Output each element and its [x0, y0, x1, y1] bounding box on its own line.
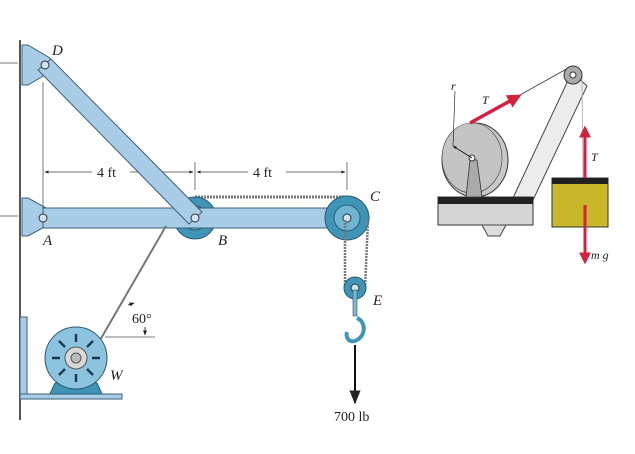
hook — [344, 316, 366, 344]
motor-base-plate — [19, 393, 123, 400]
strut-db — [37, 58, 203, 225]
hoist-free-body-figure: r T T m g — [437, 65, 609, 265]
label-mg: m g — [591, 248, 609, 262]
label-r: r — [451, 79, 456, 93]
load-label: 700 lb — [334, 410, 369, 425]
label-a: A — [42, 233, 53, 249]
pin-d — [40, 60, 50, 70]
label-d: D — [51, 43, 63, 59]
motor-cable — [91, 225, 167, 355]
angle-label: 60° — [132, 312, 152, 327]
label-w: W — [110, 368, 124, 384]
motor-wall-plate — [19, 316, 28, 399]
hook-link — [352, 289, 358, 317]
dimension-left: 4 ft — [97, 166, 116, 181]
radius-line — [452, 145, 473, 159]
label-t-cable: T — [482, 93, 490, 107]
cable — [363, 219, 370, 289]
label-t-block: T — [591, 150, 599, 164]
pin-a — [38, 213, 48, 223]
dimension-right: 4 ft — [253, 166, 272, 181]
crane-frame-figure: D A B C E W 4 ft 4 ft 60° 700 lb — [0, 40, 382, 425]
label-c: C — [370, 189, 381, 205]
block — [551, 177, 609, 228]
motor-w — [44, 326, 108, 390]
label-b: B — [218, 233, 227, 249]
tension-arrow-cable — [469, 94, 522, 125]
label-e: E — [372, 293, 382, 309]
pin-b — [190, 213, 200, 223]
